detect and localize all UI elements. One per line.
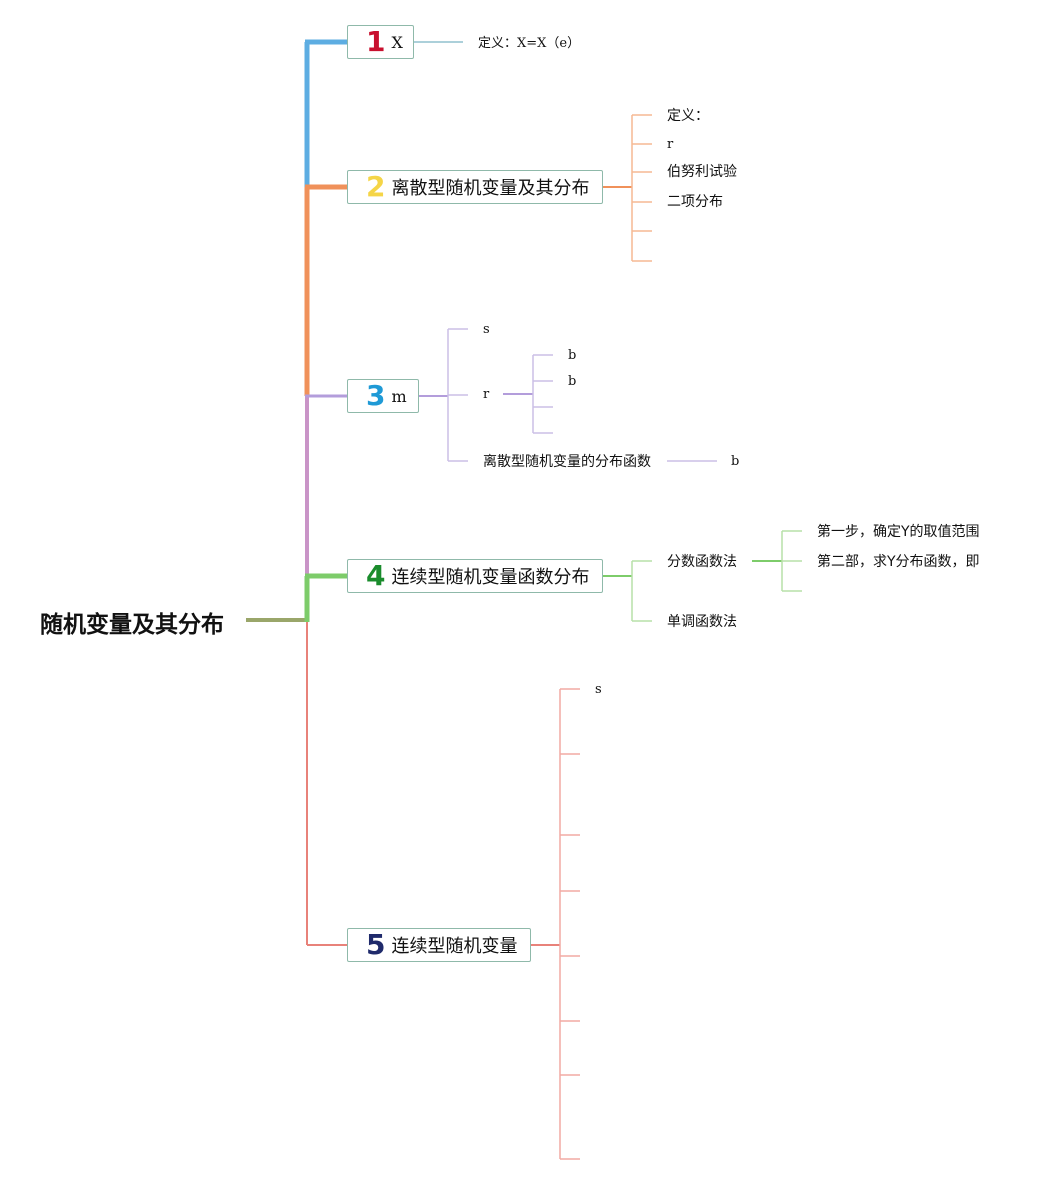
branch-2-node[interactable]: 2 离散型随机变量及其分布 — [347, 170, 603, 204]
b4-fraction-method[interactable]: 分数函数法 — [667, 554, 737, 570]
b1-definition[interactable]: 定义：X=X（e） — [478, 36, 581, 51]
b2-item-definition[interactable]: 定义： — [667, 108, 709, 124]
branch-4-label: 连续型随机变量函数分布 — [391, 567, 590, 588]
branch-1-node[interactable]: 1 X — [347, 25, 414, 59]
branch-4-number: 4 — [366, 559, 386, 592]
root-title: 随机变量及其分布 — [40, 612, 224, 638]
b3-r[interactable]: r — [483, 387, 490, 402]
b4-step-1[interactable]: 第一步，确定Y的取值范围 — [817, 524, 980, 540]
b5-ticks — [560, 688, 580, 1160]
branch-2-label: 离散型随机变量及其分布 — [391, 178, 590, 199]
branch-3-label: m — [391, 386, 407, 406]
b2-item-bernoulli[interactable]: 伯努利试验 — [667, 164, 737, 180]
branch-2-number: 2 — [366, 170, 386, 203]
b3-s[interactable]: s — [483, 322, 490, 337]
b3-r-child-2[interactable]: b — [568, 374, 577, 389]
branch-1-label: X — [391, 32, 403, 52]
b4-monotone-method[interactable]: 单调函数法 — [667, 614, 737, 630]
b3-ticks — [448, 328, 468, 462]
b3-distfn-child[interactable]: b — [731, 454, 740, 469]
b2-item-r[interactable]: r — [667, 137, 674, 152]
b2-ticks — [632, 114, 652, 262]
b5-first[interactable]: s — [595, 682, 602, 697]
branch-3-node[interactable]: 3 m — [347, 379, 419, 413]
b3-r-child-1[interactable]: b — [568, 348, 577, 363]
b4-fraction-ticks — [782, 530, 802, 592]
b3-distribution-function[interactable]: 离散型随机变量的分布函数 — [483, 454, 651, 470]
branch-1-number: 1 — [366, 25, 386, 58]
branch-5-label: 连续型随机变量 — [391, 936, 518, 957]
branch-4-node[interactable]: 4 连续型随机变量函数分布 — [347, 559, 603, 593]
branch-5-number: 5 — [366, 928, 386, 961]
branch-5-node[interactable]: 5 连续型随机变量 — [347, 928, 531, 962]
branch-3-number: 3 — [366, 379, 386, 412]
b4-step-2[interactable]: 第二部，求Y分布函数，即 — [817, 554, 980, 570]
b3-r-ticks — [533, 354, 553, 434]
b4-ticks — [632, 560, 652, 622]
b2-item-binomial[interactable]: 二项分布 — [667, 194, 723, 210]
